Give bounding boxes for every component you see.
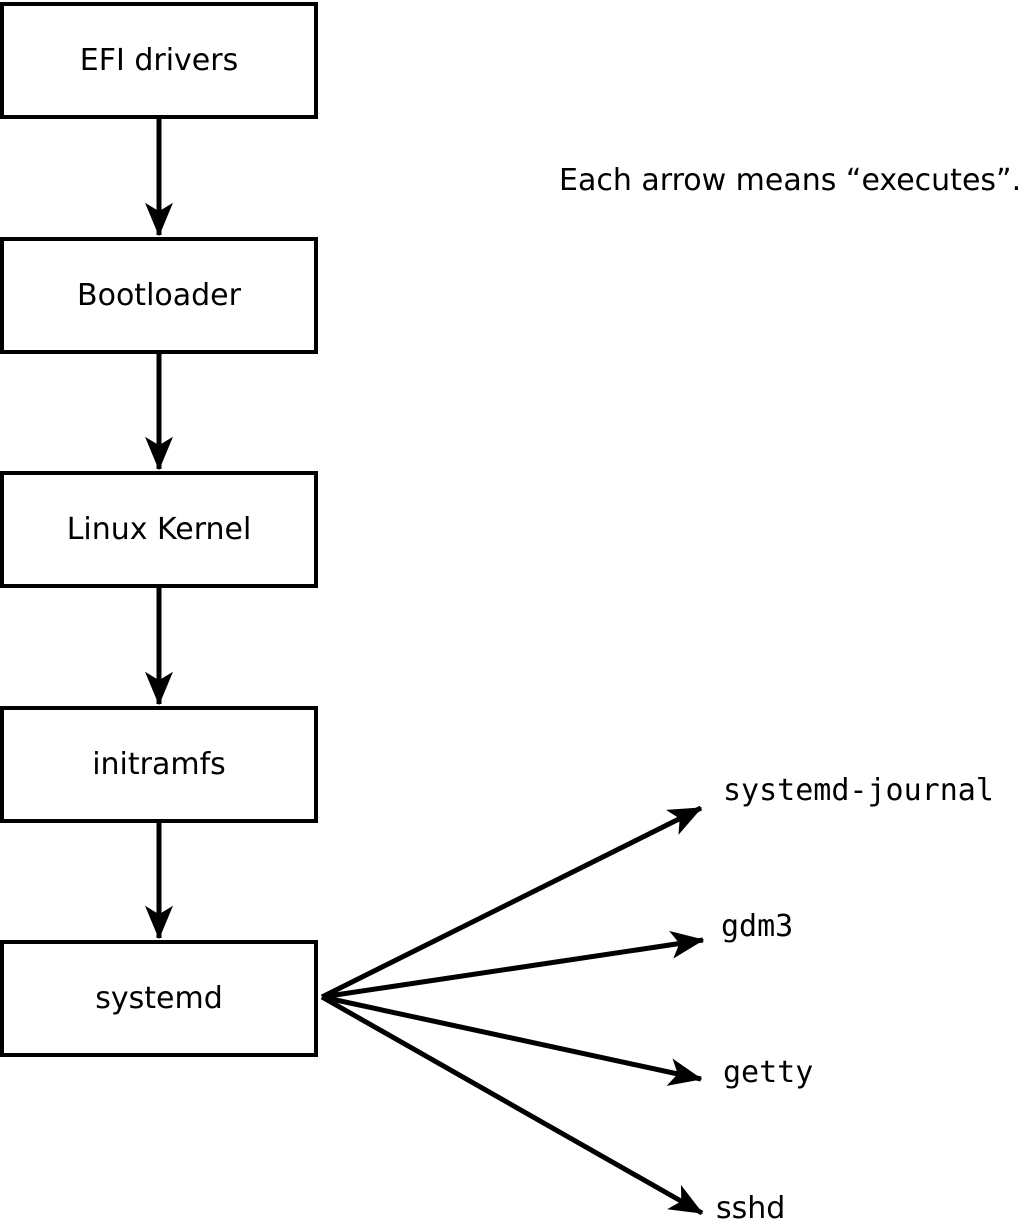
node-initramfs-label: initramfs	[92, 746, 226, 782]
node-initramfs: initramfs	[0, 706, 318, 823]
arrow-systemd-to-journal	[320, 805, 703, 1000]
node-linux-kernel: Linux Kernel	[0, 471, 318, 588]
arrow-legend-note: Each arrow means “executes”.	[559, 163, 1022, 198]
node-linux-kernel-label: Linux Kernel	[66, 511, 252, 547]
service-label-getty: getty	[723, 1055, 814, 1090]
node-efi-drivers-label: EFI drivers	[79, 42, 239, 78]
node-efi-drivers: EFI drivers	[0, 2, 318, 119]
arrow-systemd-to-gdm3	[321, 930, 705, 1000]
arrow-systemd-to-getty	[321, 994, 703, 1086]
node-bootloader-label: Bootloader	[77, 277, 241, 313]
node-systemd: systemd	[0, 940, 318, 1057]
arrow-systemd-to-sshd	[320, 994, 704, 1216]
service-label-sshd: sshd	[716, 1191, 786, 1226]
service-label-systemd-journal: systemd-journal	[723, 773, 994, 808]
node-bootloader: Bootloader	[0, 237, 318, 354]
node-systemd-label: systemd	[95, 980, 223, 1016]
service-label-gdm3: gdm3	[721, 909, 794, 944]
